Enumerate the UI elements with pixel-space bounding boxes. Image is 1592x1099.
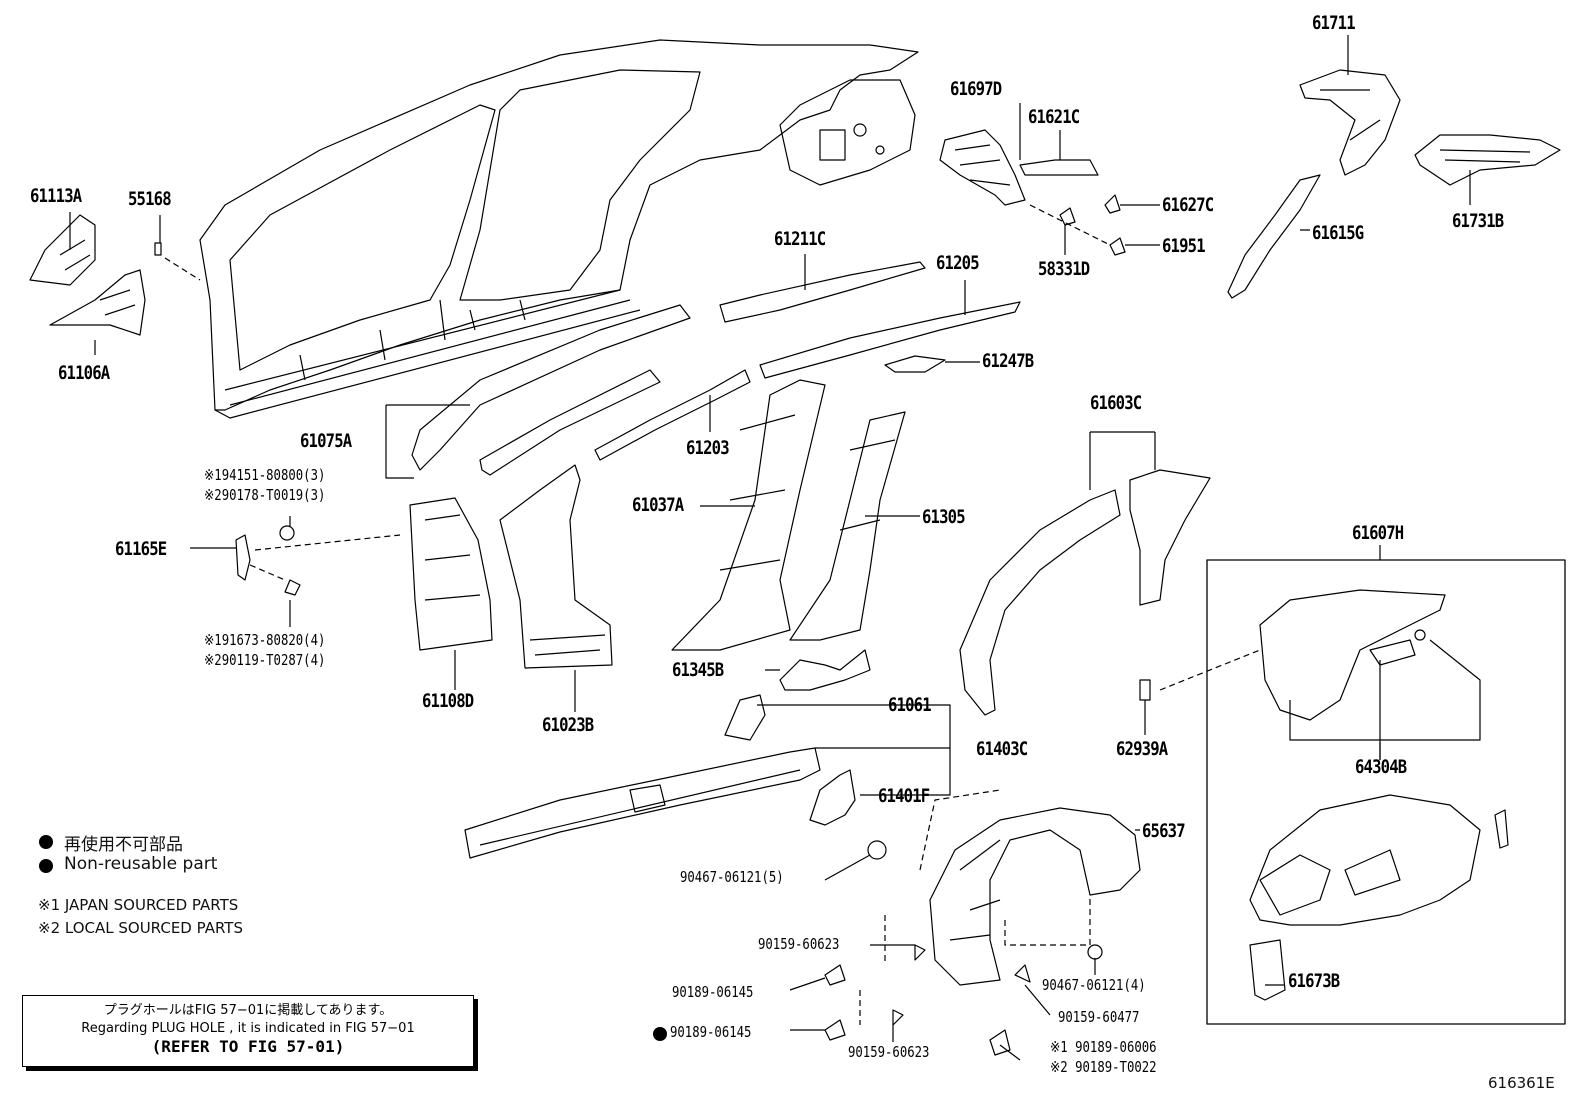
fastener-90119: ※290119-T0287(4): [204, 651, 326, 669]
label-61711: 61711: [1312, 12, 1356, 34]
legend-bullet-jp: [39, 835, 53, 849]
label-61075A: 61075A: [300, 430, 352, 452]
label-61165E: 61165E: [115, 538, 167, 560]
parts-pillars: [409, 379, 906, 669]
fastener-90159-c: 90159-60477: [1058, 1008, 1140, 1026]
leader-lines: [69, 35, 1471, 1061]
label-61951: 61951: [1162, 235, 1206, 257]
note-line-en: Regarding PLUG HOLE , it is indicated in…: [81, 1021, 415, 1036]
label-61305: 61305: [922, 506, 966, 528]
part-61603C: [959, 431, 1211, 716]
fastener-90189-a: 90189-06145: [672, 983, 754, 1001]
label-61731B: 61731B: [1452, 210, 1504, 232]
label-61607H: 61607H: [1352, 522, 1404, 544]
legend-japan-sourced: ※1 JAPAN SOURCED PARTS: [38, 896, 239, 914]
plug-hole-note: プラグホールはFIG 57−01に掲載してあります。 Regarding PLU…: [22, 995, 474, 1067]
fastener-90467-a: 90467-06121(5): [680, 868, 784, 886]
label-61403C: 61403C: [976, 738, 1028, 760]
nonreusable-bullet-90189: [653, 1027, 667, 1041]
label-58331D: 58331D: [1038, 258, 1090, 280]
body-side-outer-panel: [164, 39, 919, 419]
legend-nonreusable-en: Non-reusable part: [64, 854, 218, 874]
fastener-90189-d: ※2 90189-T0022: [1050, 1058, 1157, 1076]
label-61108D: 61108D: [422, 690, 474, 712]
label-61615G: 61615G: [1312, 222, 1364, 244]
legend-bullet-en: [39, 859, 53, 873]
label-64304B: 64304B: [1355, 756, 1407, 778]
label-61621C: 61621C: [1028, 106, 1080, 128]
fastener-90159-a: 90159-60623: [758, 935, 840, 953]
label-61211C: 61211C: [774, 228, 826, 250]
parts-upper-right: [1227, 69, 1561, 299]
label-61037A: 61037A: [632, 494, 684, 516]
label-61106A: 61106A: [58, 362, 110, 384]
label-62939A: 62939A: [1116, 738, 1168, 760]
fastener-94151: ※194151-80800(3): [204, 466, 326, 484]
label-61673B: 61673B: [1288, 970, 1340, 992]
part-61113A-61106A: [29, 214, 146, 336]
label-61203: 61203: [686, 437, 730, 459]
label-61113A: 61113A: [30, 185, 82, 207]
part-61075A: [385, 304, 691, 479]
part-61165E: [235, 525, 401, 596]
figure-code: 616361E: [1488, 1074, 1555, 1092]
fastener-90467-b: 90467-06121(4): [1042, 976, 1146, 994]
fastener-90159-b: 90159-60623: [848, 1043, 930, 1061]
note-line-jp: プラグホールはFIG 57−01に掲載してあります。: [103, 1003, 393, 1018]
parts-upper-mid-brackets: [939, 129, 1126, 256]
label-61023B: 61023B: [542, 714, 594, 736]
label-65637: 65637: [1142, 820, 1186, 842]
fastener-90178: ※290178-T0019(3): [204, 486, 326, 504]
part-61345B: [779, 649, 871, 691]
legend-nonreusable-jp: 再使用不可部品: [64, 835, 183, 855]
part-61607H-box: [1139, 559, 1566, 1025]
label-61603C: 61603C: [1090, 392, 1142, 414]
part-65637: [824, 789, 1141, 1056]
parts-roof-rails: [719, 261, 1021, 379]
label-61697D: 61697D: [950, 78, 1002, 100]
fastener-90189-b: 90189-06145: [670, 1023, 752, 1041]
label-61061: 61061: [888, 694, 932, 716]
parts-rocker-inner: [464, 694, 951, 859]
label-61345B: 61345B: [672, 659, 724, 681]
note-reference: (REFER TO FIG 57-01): [151, 1037, 345, 1056]
label-61247B: 61247B: [982, 350, 1034, 372]
part-61203: [594, 369, 751, 461]
label-55168: 55168: [128, 188, 172, 210]
part-55168: [154, 242, 162, 256]
fastener-90189-c: ※1 90189-06006: [1050, 1038, 1157, 1056]
label-61401F: 61401F: [878, 785, 930, 807]
label-61627C: 61627C: [1162, 194, 1214, 216]
legend-local-sourced: ※2 LOCAL SOURCED PARTS: [38, 919, 243, 937]
fastener-91673: ※191673-80820(4): [204, 631, 326, 649]
label-61205: 61205: [936, 252, 980, 274]
